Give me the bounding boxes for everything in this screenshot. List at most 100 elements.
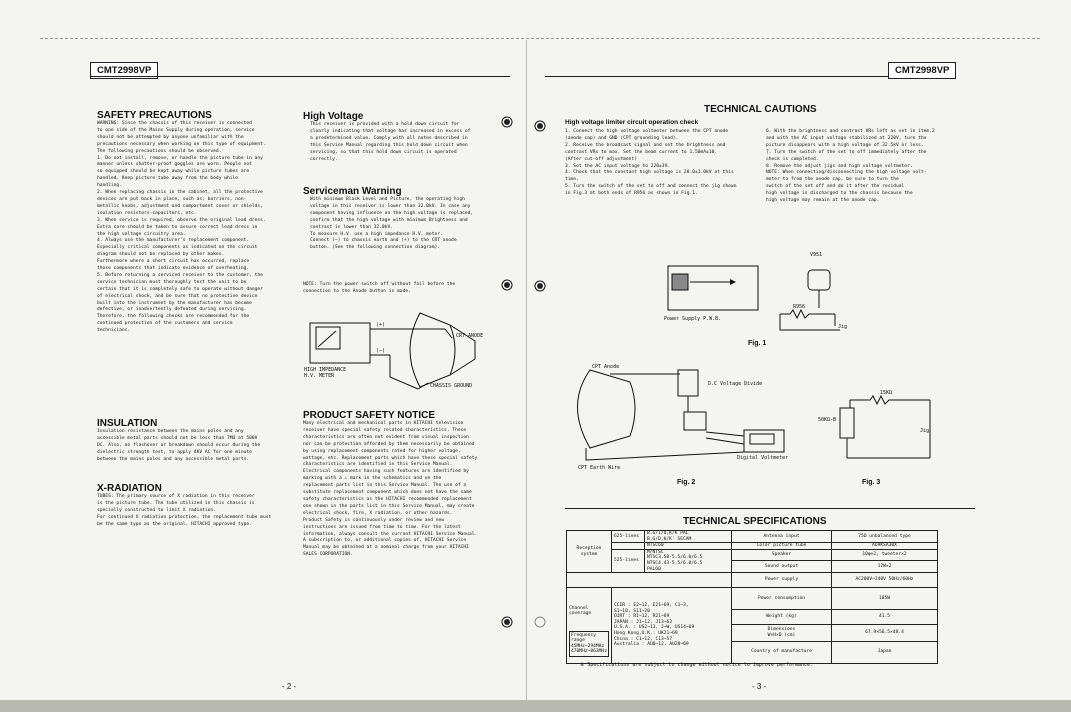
fig3-r1-label: 15KΩ — [880, 390, 893, 396]
high-voltage-text: This receiver is provided with a hold do… — [310, 122, 471, 162]
high-voltage-title: High Voltage — [303, 111, 364, 122]
fig2-caption: Fig. 2 — [677, 479, 696, 486]
earth-wire — [585, 448, 745, 461]
pwb-hatch — [671, 273, 689, 291]
hv-meter-label: HIGH IMPEDANCE H.V. METER — [304, 367, 347, 379]
safety-title: SAFETY PRECAUTIONS — [97, 110, 212, 121]
top-rule — [40, 38, 1040, 39]
hv-meter-face — [315, 326, 341, 350]
page-number-left: - 2 - — [282, 682, 297, 691]
probe-box — [683, 411, 707, 431]
jig-bracket — [779, 314, 840, 331]
cpt-outline — [577, 369, 636, 449]
table-row: 525-lines M/NTSC NTSC3.58-5.5/6.0/6.5 NT… — [567, 548, 938, 574]
hv-meter-needle — [317, 330, 337, 348]
technical-cautions-col1: 1. Connect the high voltage voltmeter be… — [565, 129, 737, 197]
table-row: NTSC60 Color picture tube A69KSA30X — [567, 542, 938, 550]
fig1-v951-label: V951 — [810, 252, 823, 258]
hv-meter-box — [309, 322, 371, 364]
serviceman-text: With minimum Black Level and Picture, th… — [310, 197, 474, 251]
table-row: Dimensions W×H×D (cm) 67.9×56.5×48.4 — [567, 623, 938, 642]
spec-value: 10φ×2, tweeter×2 — [831, 548, 938, 562]
spec-value: 41.5 — [831, 608, 938, 625]
channel-cell: Channel coverage Frequency range 45MHz~2… — [566, 587, 612, 664]
fig1-r956-label: R956 — [793, 304, 806, 310]
binding-holes — [501, 116, 546, 628]
channel-label: Channel coverage — [569, 605, 592, 617]
fig1-caption: Fig. 1 — [748, 340, 767, 347]
reception-525-value: M/NTSC NTSC3.58-5.5/6.0/6.5 NTSC4.43-5.5… — [644, 548, 732, 574]
xray-text: TUBES: The primary source of X radiation… — [97, 494, 272, 527]
specs-table: Reception system 625-lines B.G/I/D,K/K P… — [566, 529, 938, 664]
page-number-right: - 3 - — [752, 682, 767, 691]
spec-value: 12W×2 — [831, 560, 938, 574]
specs-footnote: ※ Specifications are subject to change w… — [580, 662, 813, 668]
r956-resistor — [780, 308, 835, 320]
xray-title: X-RADIATION — [97, 483, 162, 494]
crt-tube-neck — [449, 324, 476, 376]
technical-cautions-subtitle: High voltage limiter circuit operation c… — [565, 119, 699, 126]
binding-hole — [534, 280, 546, 292]
wire-anode — [444, 328, 453, 339]
spec-value: 185W — [831, 587, 938, 610]
probe-to-meter-1 — [705, 431, 745, 437]
voltage-divider-box — [677, 369, 699, 397]
table-row: Power supply AC200V~240V 50Hz/60Hz — [566, 572, 938, 589]
table-row: Country of manufacture Japan — [567, 640, 938, 664]
fig3-diagram — [839, 394, 931, 459]
spec-label: Antenna input — [731, 529, 832, 544]
product-safety-title: PRODUCT SAFETY NOTICE — [303, 410, 436, 421]
page-fold — [526, 40, 527, 712]
fig1-arrowhead — [730, 279, 736, 285]
chassis-ground-label: CHASSIS GROUND — [430, 383, 473, 389]
fig3-r2-resistor — [839, 407, 855, 439]
model-header-right: CMT2998VP — [888, 62, 957, 79]
frequency-label: Frequency range 45MHz~294MHz 470MHz~863M… — [569, 630, 609, 657]
crt-anode-label: CRT ANODE — [456, 333, 484, 339]
digital-voltmeter-display — [749, 433, 775, 445]
reception-ntsc60: NTSC60 — [644, 542, 732, 550]
spec-label: Power consumption — [731, 587, 832, 610]
hv-minus-label: (−) — [376, 348, 386, 354]
header-rule-left — [90, 76, 510, 77]
spec-value: Japan — [831, 640, 938, 664]
fig2-dc-divide-label: D.C Voltage Divide — [708, 381, 763, 387]
insulation-title: INSULATION — [97, 418, 158, 429]
technical-cautions-title: TECHNICAL CAUTIONS — [704, 104, 817, 115]
note-text: NOTE: Turn the power switch off without … — [303, 282, 456, 294]
fig1-diagram — [667, 265, 840, 331]
fig2-cpt-anode-label: CPT Anode — [592, 364, 620, 370]
binding-hole — [501, 116, 513, 128]
spec-label: Sound output — [731, 560, 832, 574]
table-row: Weight (kg) 41.5 — [567, 608, 938, 625]
spec-label: Weight (kg) — [731, 608, 832, 625]
spec-label: Speaker — [731, 548, 832, 562]
reception-625-value: B.G/I/D,K/K PAL B.G/D,K/K' SECAM — [644, 529, 732, 544]
spec-label: Dimensions W×H×D (cm) — [731, 623, 832, 642]
table-row: Channel coverage Frequency range 45MHz~2… — [566, 587, 938, 664]
chassis-ground-leader — [417, 382, 429, 390]
binding-hole — [501, 279, 513, 291]
v951-component — [807, 269, 831, 291]
reception-525-label: 525-lines — [611, 548, 645, 574]
hv-plus-label: (+) — [376, 322, 386, 328]
fig1-power-supply-label: Power Supply P.W.B. — [664, 316, 722, 322]
spec-value: AC200V~240V 50Hz/60Hz — [831, 572, 938, 589]
crt-tube-outline — [409, 312, 456, 388]
probe-to-meter-2 — [705, 437, 745, 445]
fig3-r1-resistor — [850, 394, 930, 406]
fig2-diagram — [577, 369, 785, 461]
spec-label: Country of manufacture — [731, 640, 832, 664]
specs-title: TECHNICAL SPECIFICATIONS — [683, 516, 827, 527]
power-supply-pwb — [667, 265, 759, 311]
spec-value: A69KSA30X — [831, 542, 938, 550]
channel-list: CCIR : E2~12, E21~69, C1~3, S1~10, S11~2… — [611, 587, 732, 664]
table-row: Reception system 625-lines B.G/I/D,K/K P… — [566, 529, 938, 574]
spec-label: Power supply — [731, 572, 832, 589]
scan-bottom-band — [0, 700, 1071, 712]
hv-connection-diagram — [309, 312, 476, 390]
fig3-jig-label: Jig — [920, 428, 930, 434]
spec-value: 67.9×56.5×48.4 — [831, 623, 938, 642]
reception-625-label: 625-lines — [611, 529, 645, 544]
fig3-r2-label: 50KΩ-B — [818, 417, 837, 423]
